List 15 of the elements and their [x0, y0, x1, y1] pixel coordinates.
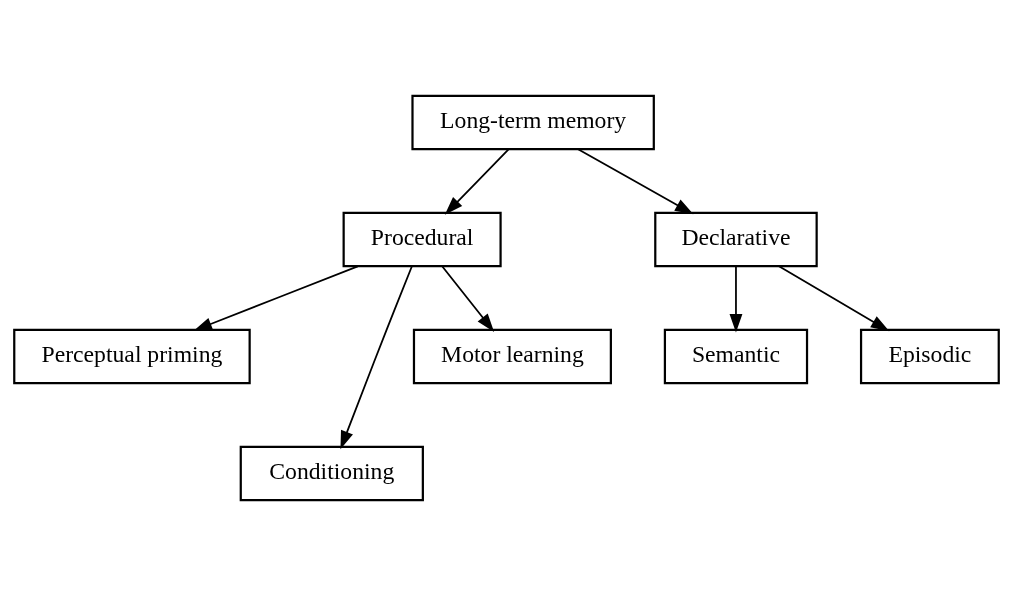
- arrow: [577, 147, 694, 214]
- arrow: [340, 264, 413, 449]
- arrow: [778, 264, 890, 331]
- node-box: Episodic: [859, 328, 1000, 384]
- node-box: Procedural: [342, 211, 502, 267]
- node-box: Semantic: [663, 328, 809, 384]
- arrow: [441, 264, 495, 332]
- node-box: Perceptual priming: [13, 328, 251, 384]
- node-box: Motor learning: [412, 328, 612, 384]
- node-box: Long-term memory: [411, 94, 655, 150]
- arrow: [729, 264, 743, 332]
- arrow: [193, 264, 359, 331]
- node-box: Declarative: [654, 211, 818, 267]
- node-box: Conditioning: [239, 445, 424, 501]
- arrow: [444, 147, 510, 215]
